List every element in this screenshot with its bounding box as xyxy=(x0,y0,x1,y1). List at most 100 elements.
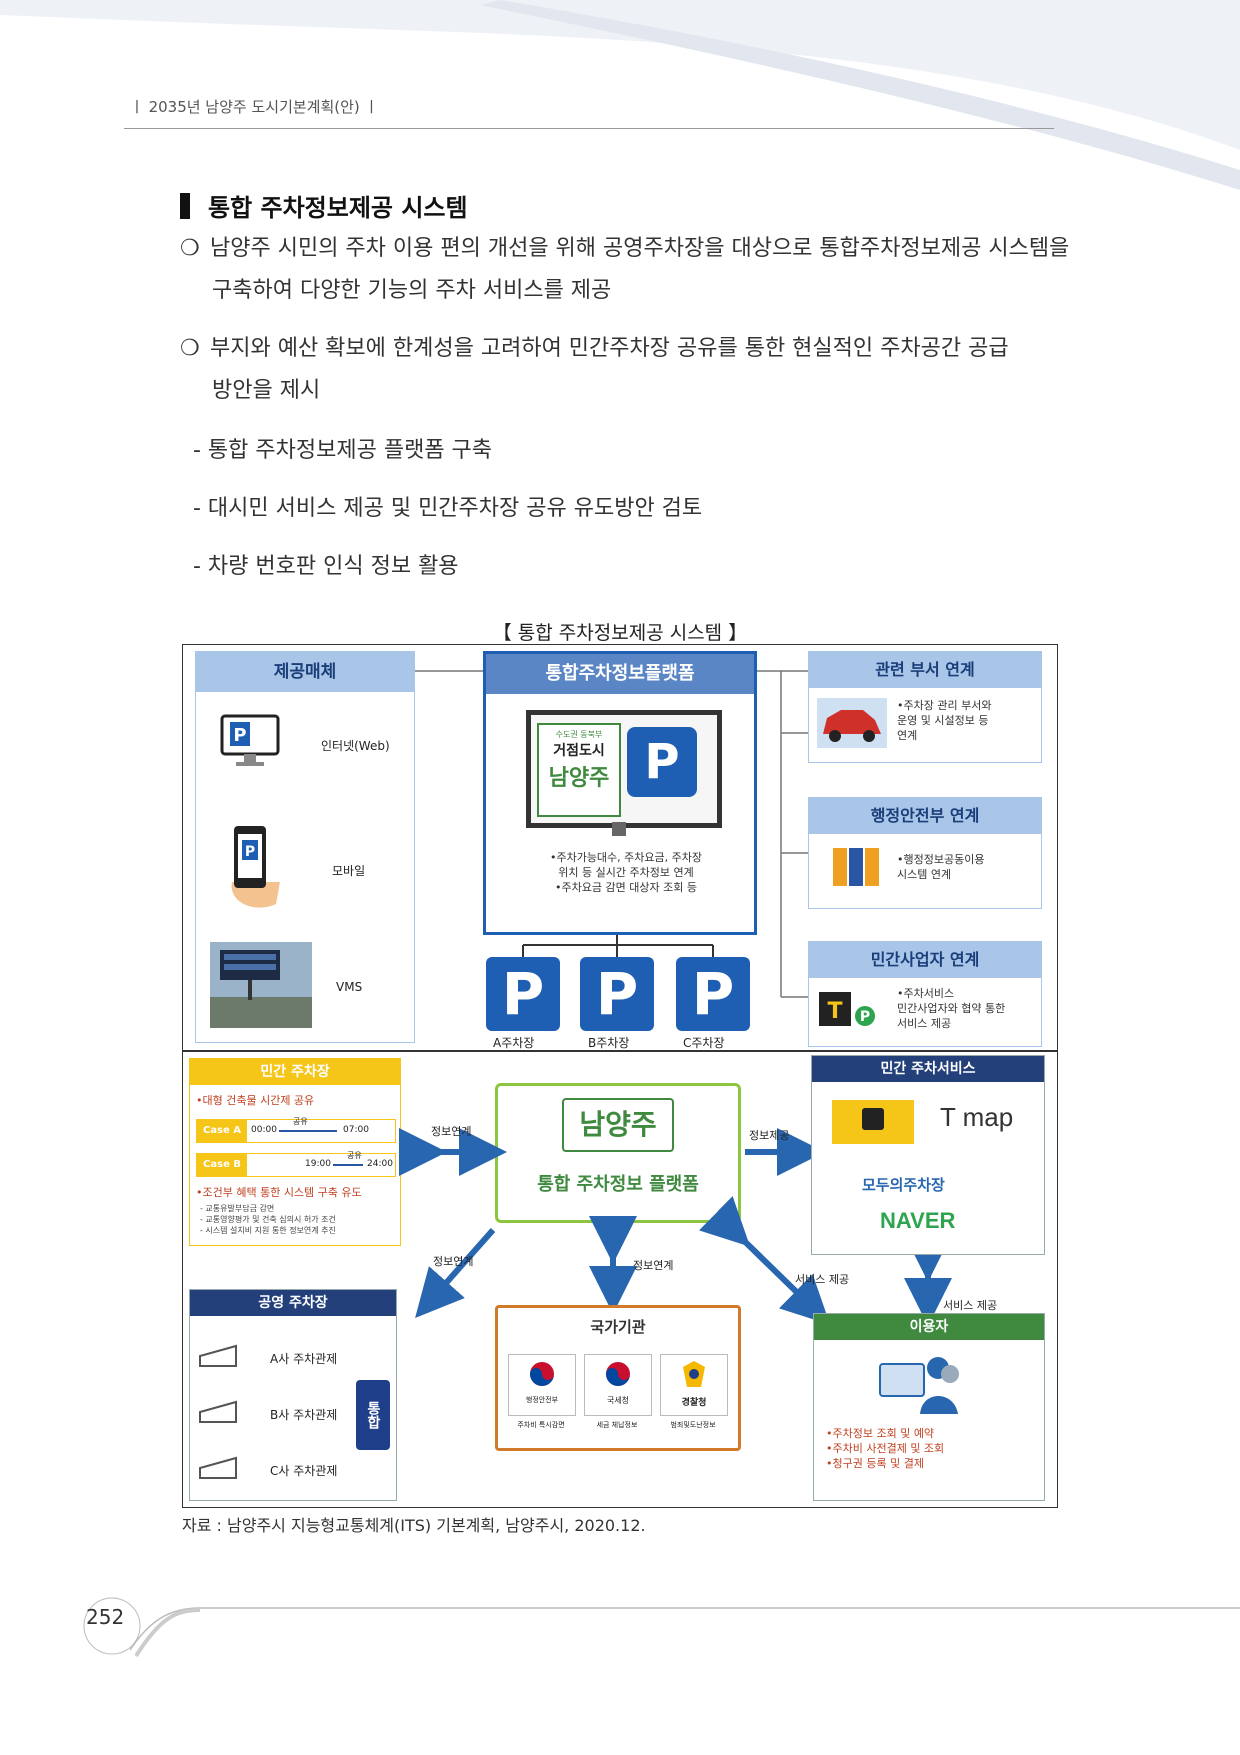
arrow-label-info-provide: 정보제공 xyxy=(749,1129,790,1142)
user-desc: •주차정보 조회 및 예약 •주차비 사전결제 및 조회 •청구권 등록 및 결… xyxy=(826,1426,1036,1471)
case-a-to: 07:00 xyxy=(343,1125,369,1135)
tmap-logo: T map xyxy=(940,1102,1014,1132)
agency-police: 경찰청 xyxy=(660,1354,728,1416)
integrated-badge: 통합 xyxy=(356,1380,390,1450)
city-badge-top: 수도권 동북부 xyxy=(555,730,603,739)
public-lot-b: B사 주차관제 xyxy=(270,1408,338,1422)
public-lot-panel: 공영 주차장 A사 주차관제 B사 주차관제 C사 주차관제 통합 xyxy=(189,1289,397,1501)
desc-line: •주차비 사전결제 및 조회 xyxy=(826,1442,945,1455)
private-lot-panel: 민간 주차장 •대형 건축물 시간제 공유 Case A 00:00 공유 07… xyxy=(189,1058,401,1246)
dash-item: - 통합 주차정보제공 플랫폼 구축 xyxy=(193,438,493,463)
user-icon xyxy=(879,1357,959,1414)
platform-desc: •주차가능대수, 주차요금, 주차장 위치 등 실시간 주차정보 연계 •주차요… xyxy=(526,850,726,895)
mois-panel: 행정안전부 연계 •행정정보공동이용 시스템 연계 xyxy=(808,797,1042,909)
police-emblem-icon xyxy=(683,1361,705,1387)
lot-a-p-icon: P xyxy=(486,957,560,1031)
desc-line: 서비스 제공 xyxy=(897,1017,952,1030)
platform-desc-line: •주차가능대수, 주차요금, 주차장 xyxy=(549,851,703,864)
paragraph-bullet: ❍ xyxy=(180,236,200,261)
arrow-label-info-link-left: 정보연계 xyxy=(433,1255,474,1268)
top-connectors xyxy=(411,670,808,998)
agency-nts: 국세청 xyxy=(584,1354,652,1416)
desc-line: •주차장 관리 부서와 xyxy=(897,699,992,712)
figure-source: 자료 : 남양주시 지능형교통체계(ITS) 기본계획, 남양주시, 2020.… xyxy=(182,1516,646,1535)
private-service-title: 민간 주차서비스 xyxy=(812,1056,1044,1082)
sub-line: - 시스템 설치비 지원 통한 정보연계 추진 xyxy=(200,1226,336,1235)
platform-desc-line: •주차요금 감면 대상자 조회 등 xyxy=(555,881,697,894)
agency-mois: 행정안전부 xyxy=(508,1354,576,1416)
city-badge-mid: 거점도시 xyxy=(553,743,605,759)
media-web-label: 인터넷(Web) xyxy=(321,739,390,753)
parking-brand-mark xyxy=(862,1108,884,1130)
svg-text:T: T xyxy=(827,999,842,1024)
svg-text:P: P xyxy=(860,1009,870,1025)
platform-desc-line: 위치 등 실시간 주차정보 연계 xyxy=(558,866,694,879)
lot-b-label: B주차장 xyxy=(588,1036,630,1050)
user-title: 이용자 xyxy=(814,1314,1044,1340)
section-title-text: 통합 주차정보제공 시스템 xyxy=(208,194,468,222)
public-lot-a: A사 주차관제 xyxy=(270,1352,338,1366)
private-biz-desc: •주차서비스 민간사업자와 협약 통한 서비스 제공 xyxy=(897,986,1037,1031)
desc-line: 연계 xyxy=(897,729,918,742)
section-bar xyxy=(180,192,190,219)
media-vms-label: VMS xyxy=(336,980,363,994)
arrow-label-service-1: 서비스 제공 xyxy=(795,1273,850,1286)
agency-name: 행정안전부 xyxy=(525,1396,559,1404)
mois-title: 행정안전부 연계 xyxy=(809,798,1041,834)
header-rule xyxy=(124,128,1054,129)
arrow-label-info-link-down: 정보연계 xyxy=(633,1259,674,1272)
user-panel: 이용자 •주차정보 조회 및 예약 •주차비 사전결제 및 조회 •청구권 등록… xyxy=(813,1313,1045,1501)
paragraph-bullet: ❍ xyxy=(180,336,200,361)
related-dept-title: 관련 부서 연계 xyxy=(809,652,1041,688)
paragraph-line: 부지와 예산 확보에 한계성을 고려하여 민간주차장 공유를 통한 현실적인 주… xyxy=(210,336,1009,361)
case-b-label: Case B xyxy=(197,1154,247,1176)
page-number: 252 xyxy=(86,1605,125,1629)
arrow-label-service-2: 서비스 제공 xyxy=(943,1299,998,1312)
parking-brand-logo xyxy=(832,1100,914,1144)
taegeuk-icon xyxy=(606,1362,630,1386)
section-title: 통합 주차정보제공 시스템 xyxy=(180,188,468,223)
modu-parking-logo: 모두의주차장 xyxy=(862,1176,945,1194)
case-a-share: 공유 xyxy=(293,1117,308,1126)
sub-line: - 교통유발부담금 감면 xyxy=(200,1204,275,1213)
center-logo: 남양주 xyxy=(562,1098,674,1152)
case-b-to: 24:00 xyxy=(367,1159,393,1169)
running-header: ㅣ 2035년 남양주 도시기본계획(안) ㅣ xyxy=(130,98,379,116)
agency-name: 경찰청 xyxy=(681,1398,707,1408)
header-swoosh-decoration xyxy=(0,0,1240,190)
bottom-arrows xyxy=(399,1128,952,1326)
desc-line: 운영 및 시설정보 등 xyxy=(897,714,989,727)
national-agency-panel: 국가기관 행정안전부 국세청 경찰청 주차비 특시감면 세금 체납정보 범죄및도… xyxy=(495,1305,741,1451)
sub-line: - 교통영향평가 및 건축 심의시 허가 조건 xyxy=(200,1215,336,1224)
case-a-row: Case A 00:00 공유 07:00 xyxy=(196,1117,396,1143)
platform-monitor: 수도권 동북부 거점도시 남양주 P xyxy=(526,710,722,828)
figure-divider xyxy=(183,1050,1057,1052)
svg-text:P: P xyxy=(233,725,246,746)
case-b-from: 19:00 xyxy=(305,1159,331,1169)
binders-icon xyxy=(833,848,879,886)
private-lot-title: 민간 주차장 xyxy=(190,1059,400,1085)
parking-app-icon: T P xyxy=(819,992,875,1026)
private-lot-subs: - 교통유발부담금 감면 - 교통영향평가 및 건축 심의시 허가 조건 - 시… xyxy=(200,1203,336,1236)
case-b-bar xyxy=(333,1164,363,1166)
naver-logo: NAVER xyxy=(880,1208,956,1233)
system-diagram: 제공매체 P 인터넷(Web) P 모바일 VMS 통합주차정보플랫폼 xyxy=(182,644,1058,1508)
lot-a-label: A주차장 xyxy=(493,1036,535,1050)
lot-c-p-icon: P xyxy=(676,957,750,1031)
case-b-row: Case B 19:00 공유 24:00 xyxy=(196,1151,396,1177)
center-platform-panel: 남양주 통합 주차정보 플랫폼 xyxy=(495,1083,741,1223)
mois-desc: •행정정보공동이용 시스템 연계 xyxy=(897,852,1037,882)
city-badge: 수도권 동북부 거점도시 남양주 xyxy=(537,723,621,817)
platform-title: 통합주차정보플랫폼 xyxy=(486,654,754,694)
agency-name: 국세청 xyxy=(606,1396,630,1405)
footer-swoosh-decoration xyxy=(83,1597,1240,1658)
desc-line: •주차정보 조회 및 예약 xyxy=(826,1427,935,1440)
mobile-icon: P xyxy=(231,826,280,908)
center-title: 통합 주차정보 플랫폼 xyxy=(537,1174,699,1195)
taegeuk-icon xyxy=(530,1362,554,1386)
media-title: 제공매체 xyxy=(196,652,414,692)
agency-sub: 주차비 특시감면 xyxy=(517,1421,565,1429)
media-panel: 제공매체 P 인터넷(Web) P 모바일 VMS xyxy=(195,651,415,1043)
figure-caption: 【 통합 주차정보제공 시스템 】 xyxy=(492,622,748,644)
private-lot-item1: •대형 건축물 시간제 공유 xyxy=(196,1094,315,1107)
